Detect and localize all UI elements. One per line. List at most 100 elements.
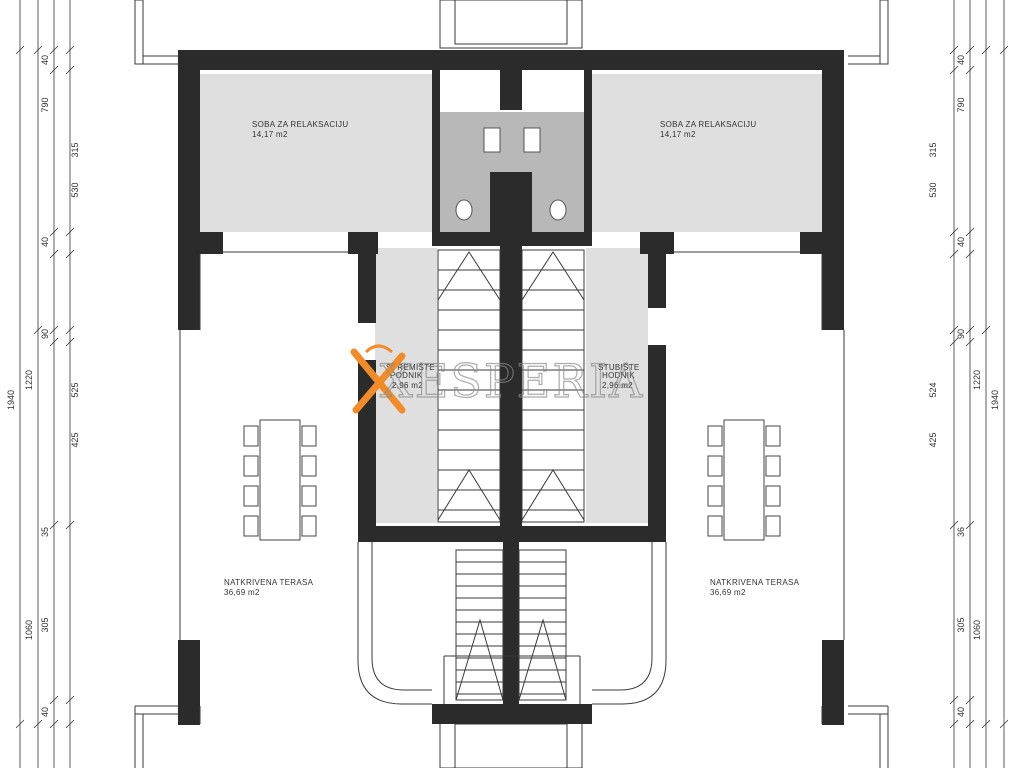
dimension-label: 40	[40, 707, 50, 717]
dimension-label: 90	[40, 329, 50, 339]
dimension-tick	[949, 719, 959, 729]
toilet-left-icon	[455, 199, 473, 221]
dimension-tick	[949, 227, 959, 237]
chair	[765, 455, 781, 477]
dimension-tick	[33, 45, 43, 55]
dimension-tick	[65, 65, 75, 75]
dimension-tick	[965, 249, 975, 259]
dimension-label: 40	[956, 237, 966, 247]
dimension-label: 790	[40, 97, 50, 112]
dimension-label: 315	[70, 142, 80, 157]
dining-table	[259, 419, 301, 541]
dimension-tick	[965, 325, 975, 335]
dimension-tick	[49, 45, 59, 55]
dimension-tick	[65, 337, 75, 347]
chair	[301, 485, 317, 507]
dimension-tick	[965, 520, 975, 530]
dimension-tick	[65, 45, 75, 55]
dimension-tick	[33, 719, 43, 729]
dimension-tick	[15, 719, 25, 729]
dimension-tick	[981, 45, 991, 55]
window-openings	[199, 251, 823, 330]
dimension-tick	[65, 249, 75, 259]
terrace-right-name: NATKRIVENA TERASA	[710, 578, 800, 587]
dimension-tick	[965, 719, 975, 729]
chair	[301, 425, 317, 447]
dimension-tick	[981, 719, 991, 729]
dimension-tick	[65, 227, 75, 237]
relax-room-left-area: 14,17 m2	[252, 130, 288, 139]
chair	[243, 515, 259, 537]
dimension-label: 40	[40, 237, 50, 247]
dimension-tick	[965, 65, 975, 75]
stair-arrow	[437, 469, 585, 521]
dimension-tick	[965, 695, 975, 705]
watermark: XESPERIA	[350, 344, 644, 414]
relax-room-left-name: SOBA ZA RELAKSACIJU	[252, 120, 348, 129]
relax-room-right-name: SOBA ZA RELAKSACIJU	[660, 120, 756, 129]
chair	[243, 425, 259, 447]
watermark-text: XESPERIA	[380, 354, 644, 408]
terrace-right-area: 36,69 m2	[710, 588, 746, 597]
dimension-tick	[65, 695, 75, 705]
storage-right-fill	[586, 248, 648, 523]
dimension-label: 35	[40, 527, 50, 537]
stair-flight	[518, 549, 567, 701]
sink-right-icon	[523, 127, 541, 153]
stairs	[437, 249, 585, 704]
dimension-label: 525	[70, 382, 80, 397]
dimension-tick	[49, 695, 59, 705]
dimension-label: 530	[70, 182, 80, 197]
dimension-tick	[49, 227, 59, 237]
terrace-boundaries	[179, 330, 845, 724]
dimension-tick	[981, 325, 991, 335]
room-labels: SOBA ZA RELAKSACIJU 14,17 m2 SOBA ZA REL…	[224, 120, 800, 597]
dimension-tick	[949, 45, 959, 55]
dimension-label: 1940	[6, 390, 16, 410]
dining-table	[723, 419, 765, 541]
bathroom-fixtures	[455, 127, 567, 221]
dimension-tick	[965, 45, 975, 55]
dimension-label: 530	[928, 182, 938, 197]
dimension-tick	[49, 249, 59, 259]
stair-flight	[521, 249, 585, 523]
relax-room-right-fill	[590, 74, 822, 232]
dimension-label: 524	[928, 382, 938, 397]
dimension-label: 1220	[972, 370, 982, 390]
storage-right-area: 2,96 m2	[602, 381, 633, 390]
dimension-tick	[949, 65, 959, 75]
dimension-tick	[65, 520, 75, 530]
dimension-tick	[15, 45, 25, 55]
dimension-tick	[65, 325, 75, 335]
xesperia-logo-icon	[350, 344, 406, 414]
chair	[707, 455, 723, 477]
terrace-left-area: 36,69 m2	[224, 588, 260, 597]
chair	[707, 425, 723, 447]
chair	[301, 515, 317, 537]
chair	[301, 455, 317, 477]
dimension-tick	[49, 325, 59, 335]
dimension-lines	[15, 0, 1009, 768]
dimension-label: 1060	[24, 620, 34, 640]
relax-room-left-fill	[200, 74, 432, 232]
dimension-label: 315	[928, 142, 938, 157]
dimension-tick	[999, 45, 1009, 55]
storage-right-sub: HODNIK	[602, 371, 635, 380]
dimension-tick	[949, 520, 959, 530]
dimension-tick	[949, 337, 959, 347]
dimension-label: 305	[40, 617, 50, 632]
stair-flight	[437, 249, 501, 523]
sink-left-icon	[483, 127, 501, 153]
dimension-tick	[949, 325, 959, 335]
chair	[765, 485, 781, 507]
chair	[765, 425, 781, 447]
storage-left-name: SPREMIŠTE	[386, 363, 435, 372]
walls	[178, 50, 844, 725]
dimension-label: 36	[956, 527, 966, 537]
furniture	[243, 419, 781, 541]
dimension-label: 40	[956, 55, 966, 65]
dimension-label: 1060	[972, 620, 982, 640]
stair-arrow	[437, 251, 585, 301]
dimension-tick	[965, 227, 975, 237]
